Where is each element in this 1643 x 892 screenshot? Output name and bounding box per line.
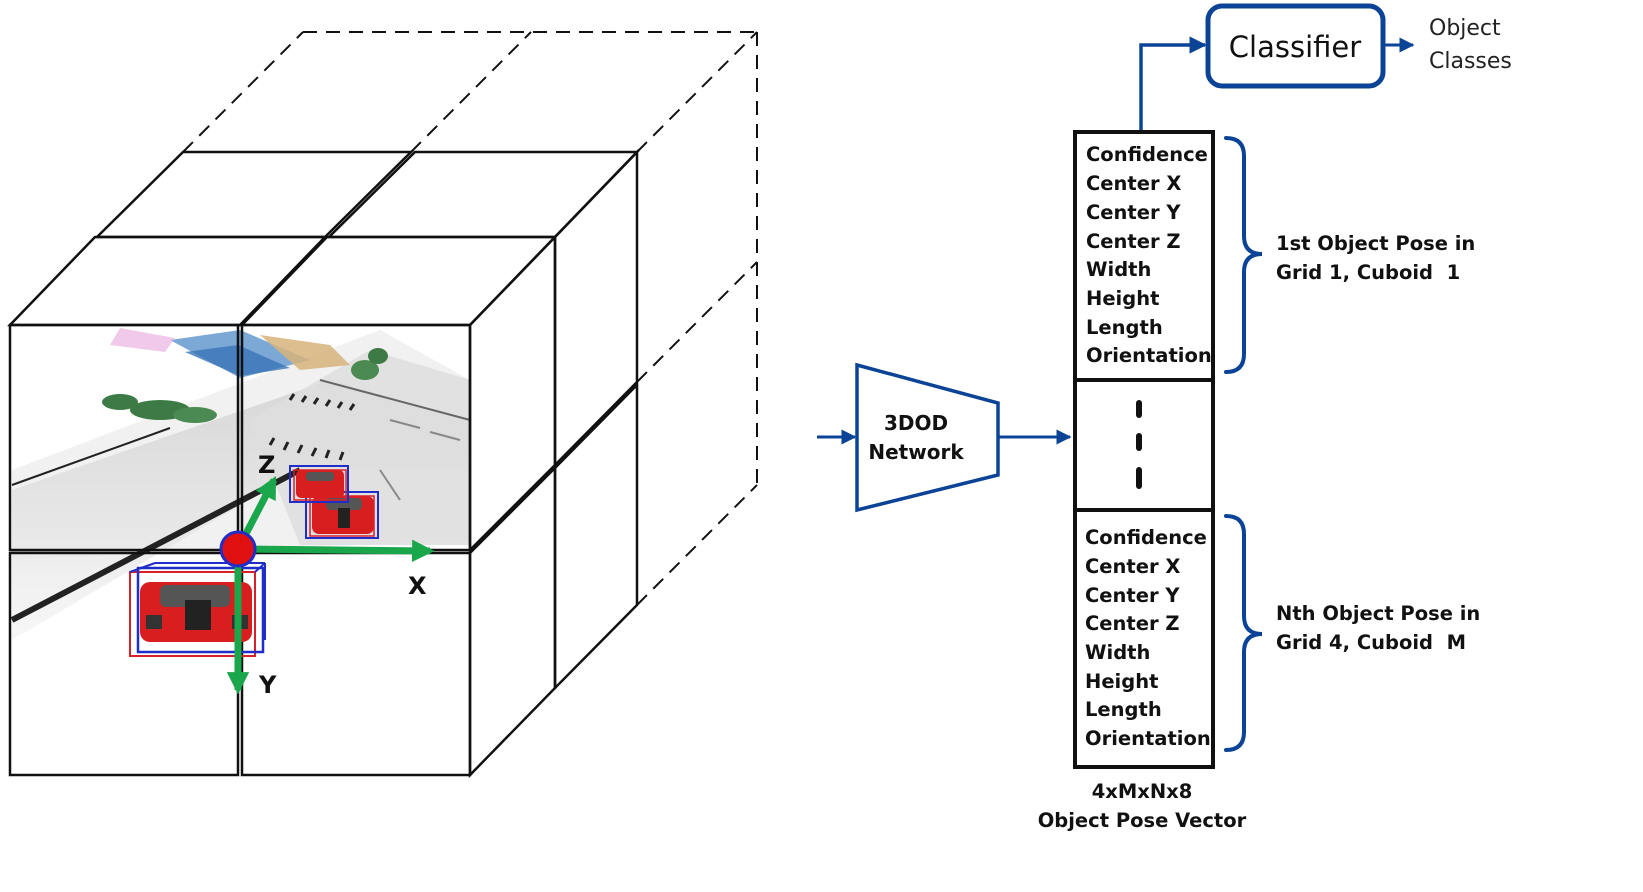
cuboid-top-left	[7, 235, 328, 327]
coordinate-axes: X Y Z	[219, 451, 435, 699]
cuboid-side-back-lower	[553, 381, 639, 692]
output-label-line2: Classes	[1429, 49, 1512, 74]
car-middle	[305, 491, 379, 539]
vector-top-item: Center Z	[1086, 230, 1181, 253]
crosswalk	[268, 393, 356, 461]
vector-bottom-group: Confidence Center X Center Y Center Z Wi…	[1085, 526, 1211, 750]
car-near	[129, 562, 266, 657]
classifier-block: Classifier Object Classes	[1139, 3, 1512, 132]
vector-bottom-item: Center X	[1085, 555, 1180, 578]
network-block: 3DOD Network	[817, 362, 1072, 513]
vector-to-classifier-arrow	[1139, 36, 1207, 132]
vector-top-item: Center Y	[1086, 201, 1181, 224]
tree-icon	[102, 348, 388, 423]
network-label-line1: 3DOD	[884, 411, 948, 435]
network-label-line2: Network	[868, 440, 964, 464]
axis-label-x: X	[408, 572, 427, 600]
brace-icon	[1224, 136, 1263, 752]
axis-x-arrow	[237, 539, 435, 563]
cuboid-side-upper	[468, 233, 557, 554]
brace-bottom-label-line2: Grid 4, Cuboid M	[1276, 631, 1466, 654]
classifier-label: Classifier	[1229, 30, 1361, 64]
classifier-box	[1205, 3, 1386, 89]
axis-label-y: Y	[258, 671, 277, 699]
vector-top-item: Width	[1086, 258, 1151, 281]
cuboid-side-back-upper	[553, 148, 639, 469]
cuboid-top-back-left	[93, 150, 415, 239]
origin-dot-icon	[219, 530, 257, 568]
axis-label-z: Z	[258, 451, 275, 479]
pose-vector-outline	[1073, 130, 1215, 769]
cuboid-side-lower	[468, 464, 557, 779]
vector-top-item: Height	[1086, 287, 1159, 310]
vector-bottom-item: Height	[1085, 670, 1158, 693]
vector-bottom-item: Center Y	[1085, 584, 1180, 607]
vector-top-group: Confidence Center X Center Y Center Z Wi…	[1086, 143, 1212, 367]
brace-top-label-line1: 1st Object Pose in	[1276, 232, 1475, 255]
brace-top-label-line2: Grid 1, Cuboid 1	[1276, 261, 1460, 284]
output-label-line1: Object	[1429, 16, 1501, 41]
cuboid-top-right	[239, 235, 558, 327]
brace-bottom-label-line1: Nth Object Pose in	[1276, 602, 1480, 625]
car-far	[289, 465, 349, 503]
vector-bottom-item: Orientation	[1085, 727, 1211, 750]
vector-top-item: Confidence	[1086, 143, 1208, 166]
vector-bottom-item: Width	[1085, 641, 1150, 664]
vector-top-item: Orientation	[1086, 344, 1212, 367]
building-icon	[110, 328, 350, 378]
pose-vector: Confidence Center X Center Y Center Z Wi…	[1038, 130, 1247, 832]
network-trapezoid	[855, 362, 1000, 513]
brace-top	[1224, 136, 1263, 374]
vector-bottom-item: Length	[1085, 698, 1162, 721]
cuboid-top-back-right	[325, 150, 640, 239]
vector-caption-line2: Object Pose Vector	[1038, 809, 1247, 832]
vector-bottom-item: Confidence	[1085, 526, 1207, 549]
brace-bottom	[1224, 514, 1263, 752]
vector-caption-line1: 4xMxNx8	[1092, 780, 1193, 803]
cuboid-dashed	[182, 31, 758, 606]
vector-top-item: Length	[1086, 316, 1163, 339]
cuboid-front-br	[240, 551, 472, 777]
vector-top-item: Center X	[1086, 172, 1181, 195]
vector-bottom-item: Center Z	[1085, 612, 1180, 635]
